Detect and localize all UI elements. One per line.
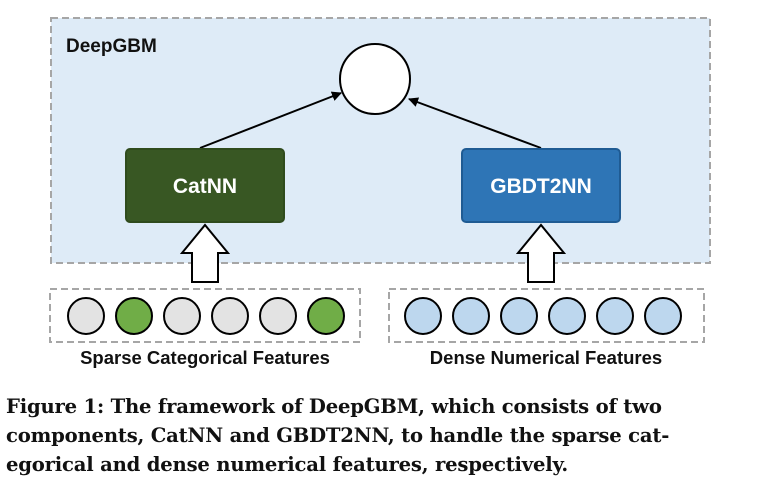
sparse-feature-node-2 bbox=[115, 297, 153, 335]
sparse-input-arrow bbox=[179, 223, 231, 283]
dense-features-label: Dense Numerical Features bbox=[430, 347, 662, 368]
deepgbm-framework-diagram: DeepGBM CatNN GBDT2NN Sparse Categorical… bbox=[49, 17, 711, 368]
figure-caption: Figure 1: The framework of DeepGBM, whic… bbox=[6, 392, 758, 479]
sparse-features-label: Sparse Categorical Features bbox=[80, 347, 330, 368]
caption-line: components, CatNN and GBDT2NN, to handle… bbox=[6, 424, 670, 447]
sparse-feature-node-6 bbox=[307, 297, 345, 335]
gbdt2nn-to-output-arrow bbox=[408, 97, 542, 149]
sparse-feature-node-1 bbox=[67, 297, 105, 335]
dense-feature-node-3 bbox=[500, 297, 538, 335]
catnn-box bbox=[125, 148, 285, 223]
dense-input-arrow bbox=[515, 223, 567, 283]
caption-line: Figure 1: The framework of DeepGBM, whic… bbox=[6, 395, 662, 418]
dense-feature-node-6 bbox=[644, 297, 682, 335]
sparse-feature-node-5 bbox=[259, 297, 297, 335]
deepgbm-label: DeepGBM bbox=[66, 36, 157, 57]
dense-feature-node-4 bbox=[548, 297, 586, 335]
output-node bbox=[339, 43, 411, 115]
catnn-to-output-arrow bbox=[199, 91, 342, 149]
dense-feature-node-5 bbox=[596, 297, 634, 335]
catnn-label: CatNN bbox=[173, 175, 237, 198]
dense-feature-node-1 bbox=[404, 297, 442, 335]
sparse-feature-node-3 bbox=[163, 297, 201, 335]
dense-feature-node-2 bbox=[452, 297, 490, 335]
caption-line: egorical and dense numerical features, r… bbox=[6, 453, 569, 476]
sparse-feature-node-4 bbox=[211, 297, 249, 335]
gbdt2nn-box bbox=[461, 148, 621, 223]
gbdt2nn-label: GBDT2NN bbox=[490, 175, 592, 198]
